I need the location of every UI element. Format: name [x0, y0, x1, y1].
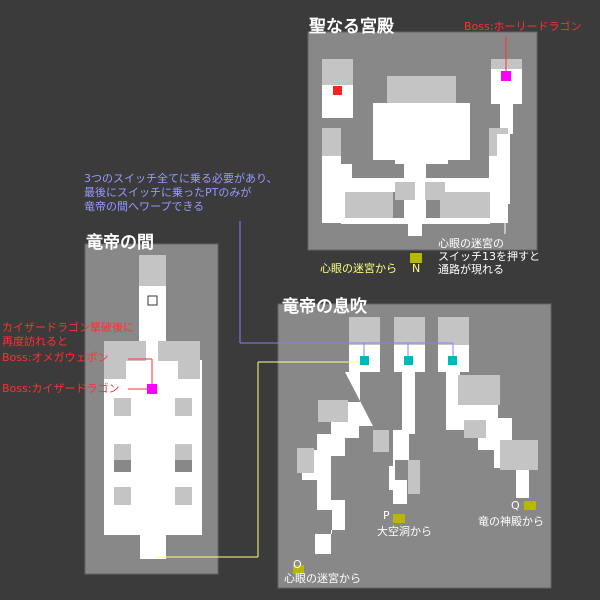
switch-note-line-2: 最後にスイッチに乗ったPTのみが: [84, 186, 252, 199]
dragon-emperor-hall-title: 竜帝の間: [86, 233, 154, 253]
marker-n-label: N: [412, 262, 421, 275]
switch-marker-2: [404, 356, 413, 365]
switch13-note-line-3: 通路が現れる: [438, 263, 504, 276]
kaiser-boss-marker: [147, 384, 157, 394]
marker-q-label: Q: [511, 499, 520, 512]
switch-note-line-1: 3つのスイッチ全てに乗る必要があり、: [84, 172, 278, 185]
switch-note-line-3: 竜帝の間へワープできる: [84, 200, 205, 213]
switch-marker-1: [360, 356, 369, 365]
holy-boss-marker: [501, 71, 511, 81]
mind-eye-from-o-label: 心眼の迷宮から: [284, 572, 361, 585]
switch13-note-line-2: スイッチ13を押すと: [438, 250, 540, 263]
marker-o-label: O: [293, 558, 302, 571]
entrance-marker-o: [293, 565, 304, 574]
kaiser-note-line-1: カイザードラゴン撃破後に: [2, 321, 134, 334]
holy-palace-title: 聖なる宮殿: [309, 17, 394, 37]
dragon-emperor-hall-map: [104, 255, 202, 559]
annotation-lines: [128, 150, 506, 558]
holy-palace-map: [322, 36, 522, 263]
entrance-marker-n: [410, 253, 422, 263]
kaiser-boss-label: Boss:カイザードラゴン: [2, 382, 120, 395]
mind-eye-from-n-label: 心眼の迷宮から: [320, 262, 397, 275]
switch13-note-line-1: 心眼の迷宮の: [438, 237, 504, 250]
entrance-marker-q: [524, 501, 536, 510]
kaiser-note-line-3: Boss:オメガウェポン: [2, 351, 109, 364]
from-dragon-shrine-label: 竜の神殿から: [478, 515, 544, 528]
red-point-marker: [333, 86, 342, 95]
holy-boss-label: Boss:ホーリードラゴン: [464, 20, 582, 33]
switch-marker-3: [448, 356, 457, 365]
warp-point-marker: [147, 295, 158, 306]
dragon-emperor-breath-map: [293, 317, 538, 574]
kaiser-note-line-2: 再度訪れると: [2, 335, 68, 348]
dragon-emperor-breath-title: 竜帝の息吹: [282, 297, 367, 317]
from-great-cave-label: 大空洞から: [377, 525, 432, 538]
marker-p-label: P: [383, 509, 390, 522]
entrance-marker-p: [393, 514, 405, 523]
